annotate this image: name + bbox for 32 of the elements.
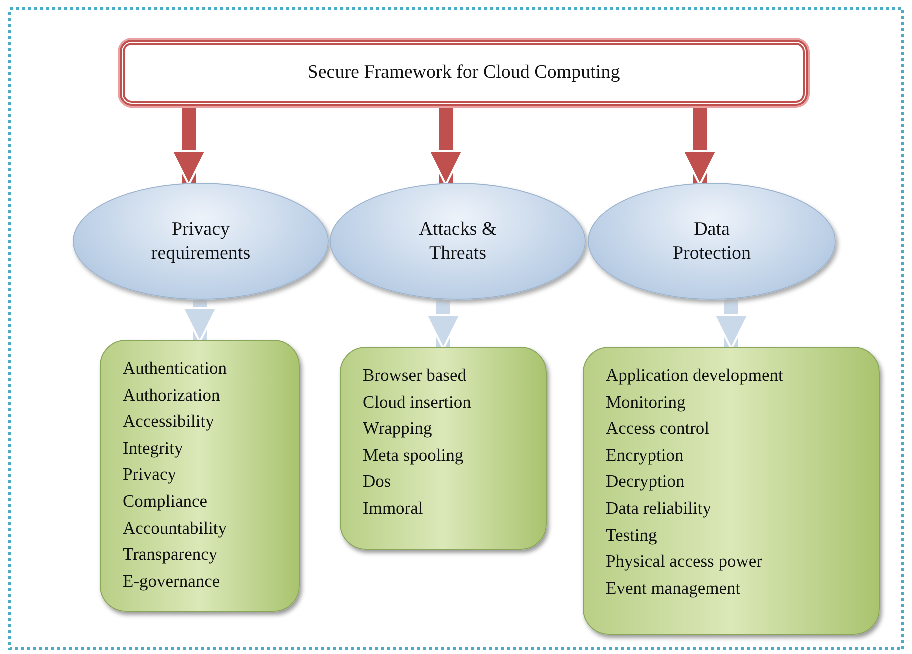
- list-item: Decryption: [606, 470, 685, 494]
- list-item: Data reliability: [606, 496, 712, 520]
- list-item: Immoral: [363, 496, 424, 520]
- list-item: Accessibility: [123, 410, 214, 434]
- list-item: Access control: [606, 417, 710, 440]
- list-item: Transparency: [123, 543, 218, 566]
- list-item: Application development: [606, 364, 784, 387]
- list-item: Browser based: [363, 364, 467, 387]
- list-item: Meta spooling: [363, 444, 464, 467]
- list-item: Monitoring: [606, 390, 686, 414]
- list-item: E-governance: [123, 570, 220, 593]
- title-box: [120, 40, 808, 106]
- list-item: Wrapping: [363, 417, 432, 440]
- list-item: Dos: [363, 470, 392, 494]
- category-label: Attacks & Threats: [418, 218, 498, 266]
- list-box: [340, 347, 547, 550]
- list-item: Authorization: [123, 384, 220, 407]
- list-box: [100, 340, 300, 612]
- list-item: Accountability: [123, 516, 228, 540]
- category-label: Privacy requirements: [150, 218, 252, 266]
- list-item: Integrity: [123, 436, 184, 460]
- list-box: [583, 347, 880, 635]
- list-item: Testing: [606, 524, 658, 547]
- list-item: Privacy: [123, 463, 176, 486]
- list-item: Compliance: [123, 490, 208, 513]
- list-item: Cloud insertion: [363, 390, 472, 414]
- list-item: Event management: [606, 576, 741, 600]
- title-text: Secure Framework for Cloud Computing: [308, 62, 620, 84]
- list-item: Physical access power: [606, 550, 762, 574]
- list-item: Encryption: [606, 444, 684, 467]
- category-label: Data Protection: [672, 218, 752, 266]
- list-item: Authentication: [123, 357, 228, 380]
